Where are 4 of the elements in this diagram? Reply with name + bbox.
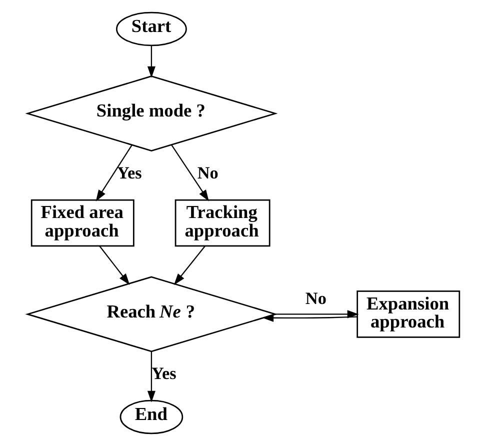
- edge-label: Yes: [117, 163, 142, 182]
- edge-label: Yes: [151, 364, 176, 383]
- edge-label: No: [305, 288, 326, 308]
- edge-label: No: [197, 163, 218, 182]
